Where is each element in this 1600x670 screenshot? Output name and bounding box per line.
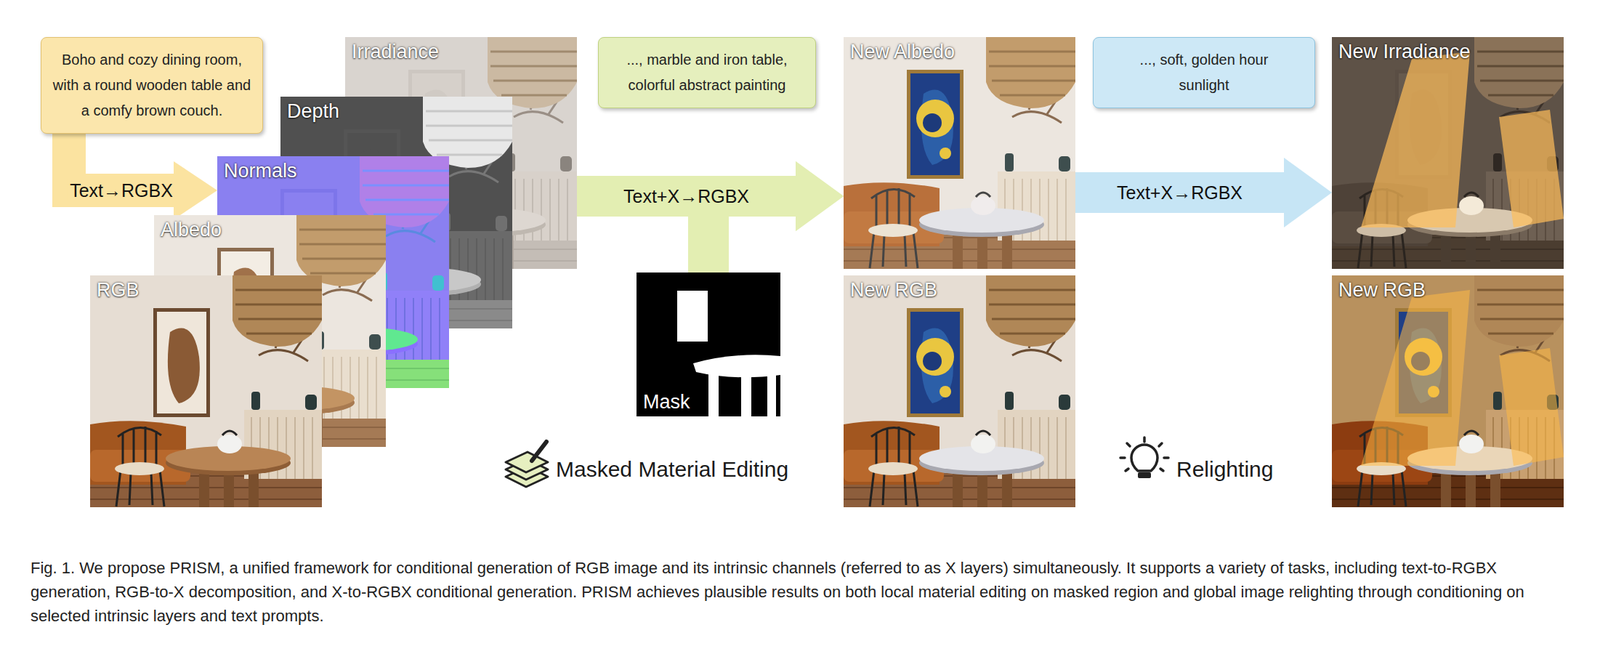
section-label: Relighting [1176, 454, 1274, 484]
image-layer: New Irradiance [1331, 37, 1564, 269]
rgb-image [90, 275, 322, 508]
arrow-label: Text→RGBX [66, 179, 176, 202]
image-layer: New RGB [1331, 275, 1564, 508]
icon-pen [531, 441, 547, 461]
mask-painting [677, 290, 708, 342]
layer-label: Depth [280, 96, 346, 126]
layer-label: Irradiance [345, 37, 446, 67]
layer-label: New RGB [843, 275, 944, 305]
arrow-label: Text+X→RGBX [620, 185, 753, 208]
prompt-text: ..., marble and iron table, colorful abs… [608, 47, 806, 99]
layer-label: Normals [217, 156, 304, 186]
bulb-base [1137, 472, 1151, 479]
layer-label: New Albedo [843, 37, 962, 67]
prompt-box: Boho and cozy dining room, with a round … [40, 37, 264, 134]
arrow-head [1283, 157, 1332, 228]
section-label: Masked Material Editing [555, 454, 789, 484]
new-rgb-image [843, 275, 1076, 508]
image-layer: New RGB [843, 275, 1076, 508]
new-irradiance-image [1331, 37, 1564, 269]
new-rgb-image [1331, 275, 1564, 508]
flow-arrow [1075, 157, 1332, 228]
flow-arrow [708, 161, 844, 273]
bulb-rays [1120, 437, 1169, 471]
mask-image-box: Mask [636, 272, 781, 417]
layer-label: New Irradiance [1331, 37, 1478, 67]
arrow-head [795, 161, 844, 232]
arrow-label: Text+X→RGBX [1113, 181, 1246, 204]
image-layer: Albedo [154, 215, 386, 447]
icon-layer [505, 451, 548, 473]
layers-icon [505, 441, 548, 487]
bulb-icon [1120, 437, 1169, 479]
figure-caption: Fig. 1. We propose PRISM, a unified fram… [30, 555, 1571, 628]
layer-label: Albedo [154, 215, 229, 245]
mask-table-leg [708, 370, 719, 417]
prompt-text: ..., soft, golden hour sunlight [1134, 47, 1274, 99]
flow-arrow [69, 133, 218, 220]
bulb-glass [1131, 444, 1158, 471]
mask-table-leg [767, 372, 777, 417]
arrow-body [1075, 172, 1284, 213]
arrow-head [795, 161, 844, 232]
mask-image [636, 272, 781, 417]
image-layer: RGB [90, 275, 322, 508]
arrow-head [173, 161, 218, 220]
mask-ground [636, 272, 781, 417]
prompt-text: Boho and cozy dining room, with a round … [48, 47, 256, 124]
layer-label: New RGB [1331, 275, 1433, 305]
layer-label: Mask [636, 387, 697, 417]
mask-table-leg [741, 373, 752, 417]
new-albedo-image [843, 37, 1076, 269]
prompt-box: ..., soft, golden hour sunlight [1092, 37, 1316, 109]
image-layer: New Albedo [843, 37, 1076, 269]
prompt-box: ..., marble and iron table, colorful abs… [598, 37, 816, 109]
layer-label: RGB [90, 275, 147, 305]
image-layer: Normals [217, 156, 450, 389]
image-layer: Irradiance [345, 37, 577, 269]
image-layer: Depth [280, 96, 513, 329]
arrow-body [708, 196, 796, 273]
